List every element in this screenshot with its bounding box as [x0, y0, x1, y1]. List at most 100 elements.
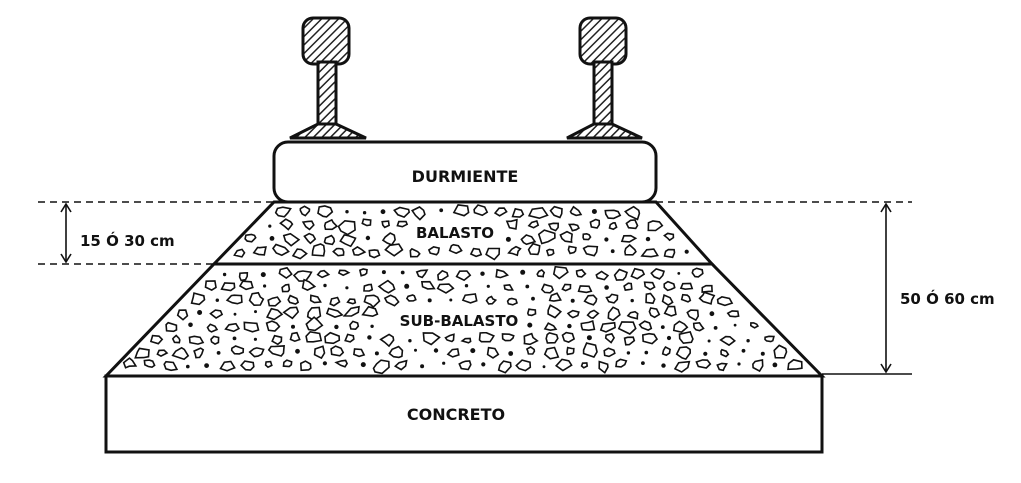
aggregate-stone: [204, 280, 217, 292]
aggregate-stone: [301, 278, 317, 291]
aggregate-stone: [206, 323, 219, 333]
aggregate-stone: [643, 281, 656, 291]
aggregate-dot: [661, 363, 666, 368]
aggregate-stone: [525, 346, 536, 355]
aggregate-stone: [381, 220, 390, 229]
aggregate-dot: [232, 336, 237, 341]
aggregate-stone: [458, 360, 472, 371]
dimension-ballast-depth: [60, 202, 72, 264]
aggregate-dot: [486, 284, 490, 288]
aggregate-dot: [427, 298, 432, 303]
aggregate-dot: [215, 298, 219, 302]
aggregate-stone: [224, 322, 241, 333]
aggregate-stone: [495, 268, 510, 279]
aggregate-stone: [244, 233, 257, 243]
aggregate-stone: [580, 362, 589, 369]
aggregate-stone: [595, 270, 610, 281]
aggregate-stone: [243, 321, 260, 333]
sleeper-label: DURMIENTE: [412, 167, 519, 186]
aggregate-stone: [149, 334, 164, 345]
total-depth-label: 50 Ó 60 cm: [900, 289, 995, 308]
aggregate-stone: [603, 347, 616, 358]
aggregate-stone: [415, 269, 429, 279]
aggregate-stone: [749, 322, 760, 329]
aggregate-dot: [604, 237, 609, 242]
aggregate-stone: [567, 223, 580, 232]
rail-left: [289, 16, 367, 140]
aggregate-stone: [647, 220, 664, 232]
aggregate-stone: [461, 293, 478, 304]
aggregate-stone: [678, 330, 694, 345]
aggregate-dot: [641, 361, 645, 365]
aggregate-dot: [449, 298, 453, 302]
aggregate-stone: [630, 267, 646, 280]
aggregate-stone: [586, 309, 600, 319]
aggregate-stone: [552, 265, 569, 280]
aggregate-dot: [610, 249, 615, 254]
aggregate-stone: [672, 320, 689, 333]
aggregate-dot: [707, 339, 711, 343]
aggregate-dot: [433, 348, 439, 353]
aggregate-dot: [525, 284, 530, 289]
aggregate-stone: [503, 284, 514, 291]
aggregate-stone: [701, 284, 713, 293]
aggregate-stone: [361, 218, 372, 227]
aggregate-stone: [582, 245, 599, 257]
aggregate-stone: [363, 283, 374, 292]
aggregate-dot: [268, 224, 272, 228]
aggregate-dot: [505, 236, 511, 242]
aggregate-stone: [188, 335, 205, 345]
aggregate-stone: [543, 346, 560, 360]
aggregate-stone: [361, 305, 379, 318]
aggregate-dot: [684, 249, 689, 254]
aggregate-stone: [527, 206, 549, 220]
aggregate-dot: [733, 323, 737, 327]
aggregate-stone: [313, 345, 326, 360]
aggregate-stone: [549, 205, 563, 219]
aggregate-stone: [566, 309, 580, 319]
aggregate-stone: [396, 220, 409, 228]
aggregate-dot: [345, 210, 349, 214]
aggregate-stone: [193, 347, 205, 359]
aggregate-stone: [523, 332, 539, 346]
aggregate-stone: [279, 218, 294, 231]
aggregate-stone: [569, 205, 583, 217]
aggregate-stone: [726, 310, 740, 318]
aggregate-stone: [582, 232, 592, 241]
aggregate-stone: [460, 337, 472, 344]
aggregate-dot: [772, 362, 778, 368]
aggregate-dot: [644, 350, 649, 355]
aggregate-dot: [626, 351, 631, 355]
aggregate-stone: [680, 293, 692, 303]
aggregate-dot: [367, 335, 372, 340]
aggregate-stone: [317, 205, 334, 218]
aggregate-stone: [605, 293, 619, 304]
aggregate-dot: [709, 311, 715, 317]
aggregate-stone: [265, 307, 284, 321]
aggregate-stone: [248, 291, 265, 307]
aggregate-stone: [469, 247, 483, 258]
aggregate-dot: [677, 272, 681, 275]
aggregate-dot: [586, 335, 592, 341]
aggregate-stone: [427, 246, 441, 256]
aggregate-stone: [787, 358, 803, 371]
aggregate-stone: [663, 232, 675, 242]
aggregate-stone: [663, 305, 677, 317]
aggregate-stone: [287, 294, 300, 305]
aggregate-stone: [363, 294, 381, 309]
concrete-label: CONCRETO: [407, 405, 505, 424]
aggregate-stone: [219, 360, 236, 372]
aggregate-dot: [295, 348, 300, 354]
aggregate-stone: [623, 282, 633, 291]
aggregate-stone: [566, 346, 575, 356]
subballast-label: SUB-BALASTO: [400, 312, 519, 330]
aggregate-dot: [439, 208, 444, 213]
aggregate-stone: [615, 358, 628, 368]
aggregate-dot: [222, 272, 227, 277]
aggregate-stone: [547, 222, 560, 232]
aggregate-stone: [334, 359, 349, 368]
aggregate-stone: [171, 334, 181, 344]
aggregate-stone: [486, 346, 500, 359]
aggregate-stone: [448, 243, 463, 255]
aggregate-stone: [358, 268, 368, 277]
